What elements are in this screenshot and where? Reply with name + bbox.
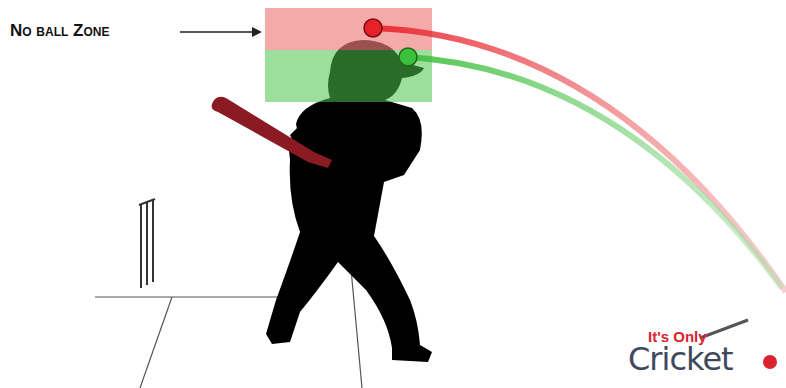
logo-text: Cricket (628, 340, 733, 378)
logo-bat (700, 320, 748, 338)
legal-trajectory (408, 57, 782, 288)
batsman-silhouette (266, 40, 432, 362)
arrow-head (252, 27, 262, 37)
logo-ball (763, 355, 777, 369)
red-ball (364, 19, 382, 37)
stumps (139, 199, 155, 288)
zone-label: No ball Zone (10, 21, 109, 41)
green-ball (399, 48, 417, 66)
cricket-bat (212, 97, 332, 168)
no-ball-trajectory (373, 28, 786, 292)
leader-arrow (180, 31, 255, 33)
